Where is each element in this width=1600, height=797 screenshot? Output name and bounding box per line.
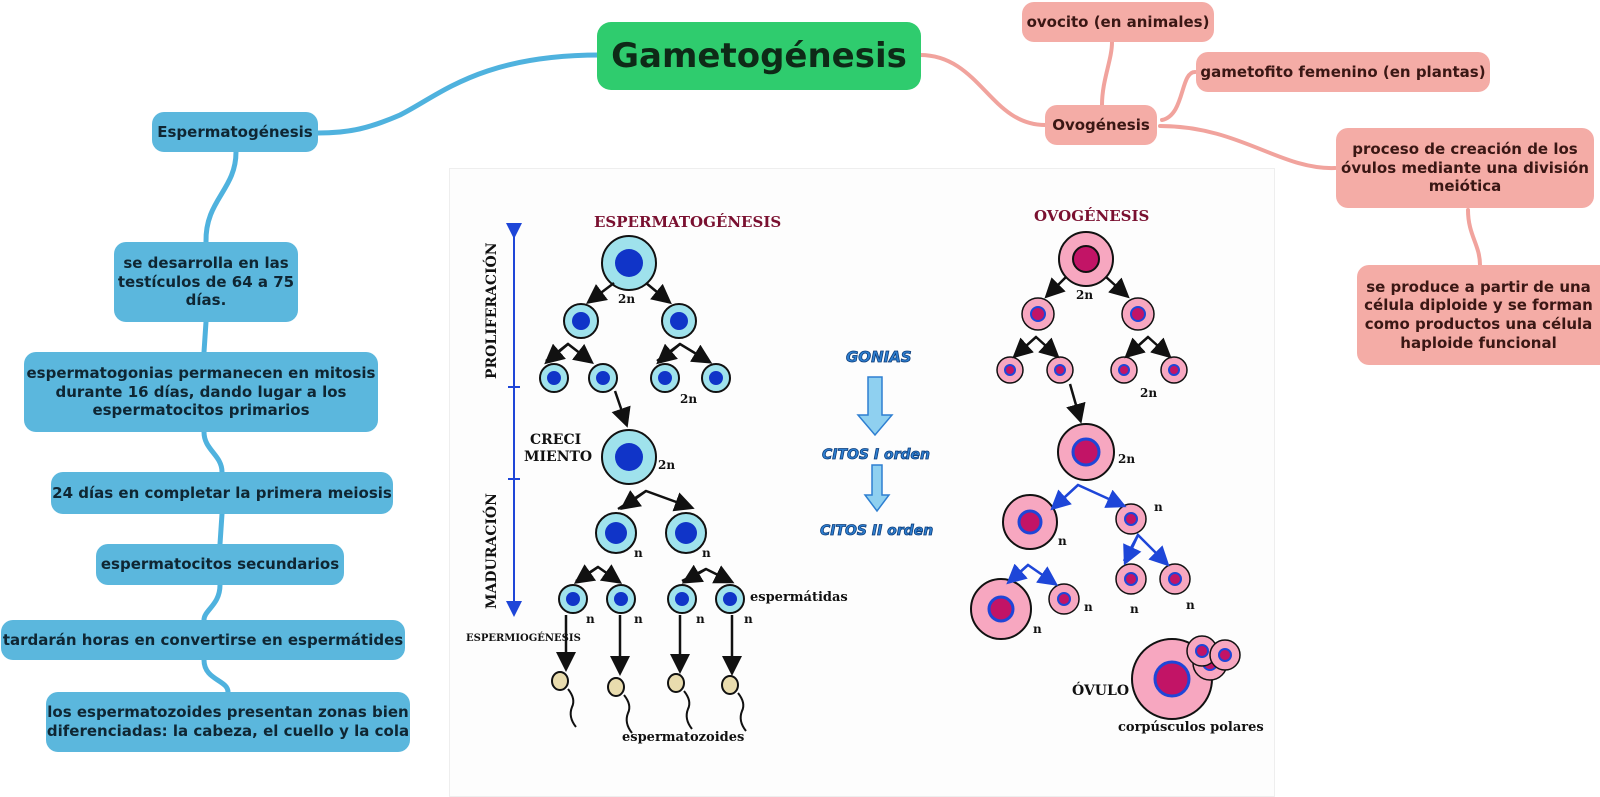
ovo-item-4-text: se produce a partir de una célula diploi… xyxy=(1364,277,1593,352)
gonias-label: GONIAS xyxy=(846,348,912,366)
connector-esp-item4 xyxy=(217,511,225,547)
oogenesis-arrows-blue xyxy=(1006,483,1170,586)
ovulo-label: ÓVULO xyxy=(1072,681,1129,699)
esp-item-5-text: tardarán horas en convertirse en espermá… xyxy=(2,630,404,649)
espermatidas-label: espermátidas xyxy=(750,590,848,605)
ovogenesis-label: Ovogénesis xyxy=(1052,115,1150,134)
arrow-gonias-citos1 xyxy=(856,376,894,437)
esp-item-6-text: los espermatozoides presentan zonas bien… xyxy=(46,703,410,740)
connector-ovo-item2 xyxy=(1160,70,1197,122)
label-2n-a: 2n xyxy=(618,292,635,306)
label-n-b: n xyxy=(702,546,711,560)
ovo-item-2-text: gametofito femenino (en plantas) xyxy=(1200,62,1486,81)
label-n-f: n xyxy=(744,612,753,626)
espermatogenesis-node[interactable]: Espermatogénesis xyxy=(152,112,318,152)
connector-root-espermatogenesis xyxy=(315,52,603,136)
ovo-label-2n-c: 2n xyxy=(1118,452,1135,466)
label-2n-b: 2n xyxy=(680,392,697,406)
ovo-label-2n-b: 2n xyxy=(1140,386,1157,400)
label-n-c: n xyxy=(586,612,595,626)
citos2-label: CITOS II orden xyxy=(820,523,933,539)
label-n-e: n xyxy=(696,612,705,626)
esp-item-4[interactable]: espermatocitos secundarios xyxy=(96,544,344,585)
ovo-item-1-text: ovocito (en animales) xyxy=(1026,12,1210,31)
esp-item-3-text: 24 días en completar la primera meiosis xyxy=(52,483,392,502)
maduracion-label: MADURACIÓN xyxy=(482,493,500,609)
espermiogenesis-label: ESPERMIOGÉNESIS xyxy=(466,632,581,644)
esp-item-4-text: espermatocitos secundarios xyxy=(100,555,340,574)
gametogenesis-illustration: ESPERMATOGÉNESIS OVOGÉNESIS PROLIFERACIÓ… xyxy=(449,168,1275,797)
esp-item-1-text: se desarrolla en las testículos de 64 a … xyxy=(117,253,295,310)
phase-bar xyxy=(506,223,522,617)
label-n-d: n xyxy=(634,612,643,626)
connector-esp-item3 xyxy=(201,429,225,475)
corpusculos-label: corpúsculos polares xyxy=(1118,720,1264,735)
connector-esp-item2 xyxy=(201,319,209,355)
oogenesis-cells xyxy=(970,231,1241,720)
proliferacion-label: PROLIFERACIÓN xyxy=(482,242,500,379)
ovo-item-2[interactable]: gametofito femenino (en plantas) xyxy=(1196,52,1490,92)
esp-item-1[interactable]: se desarrolla en las testículos de 64 a … xyxy=(114,242,298,322)
spermatozoa-icons xyxy=(551,671,747,734)
ovo-label-n-f: n xyxy=(1186,598,1195,612)
ovo-label-n-e: n xyxy=(1130,602,1139,616)
label-2n-c: 2n xyxy=(658,458,675,472)
ovo-label-n-b: n xyxy=(1058,534,1067,548)
ovo-item-1[interactable]: ovocito (en animales) xyxy=(1022,2,1214,42)
ovo-label-2n-a: 2n xyxy=(1076,288,1093,302)
ovogenesis-node[interactable]: Ovogénesis xyxy=(1045,105,1157,145)
connector-ovo-item4 xyxy=(1466,208,1482,267)
ovo-item-4[interactable]: se produce a partir de una célula diploi… xyxy=(1357,265,1600,365)
citos1-label: CITOS I orden xyxy=(822,447,930,463)
esp-item-2-text: espermatogonias permanecen en mitosis du… xyxy=(26,363,376,420)
spermatogenesis-arrows xyxy=(544,282,742,676)
crecimiento-label-1: CRECI xyxy=(530,432,581,448)
root-title: Gametogénesis xyxy=(611,35,907,76)
label-n-a: n xyxy=(634,546,643,560)
connector-esp-item5 xyxy=(201,582,223,623)
espermatogenesis-label: Espermatogénesis xyxy=(157,122,313,141)
connector-esp-item1 xyxy=(203,149,239,245)
arrow-citos1-citos2 xyxy=(863,464,891,513)
esp-item-2[interactable]: espermatogonias permanecen en mitosis du… xyxy=(24,352,378,432)
spermatogonia-cells xyxy=(539,235,745,614)
crecimiento-label-2: MIENTO xyxy=(524,449,592,465)
ovo-figure-title: OVOGÉNESIS xyxy=(1034,207,1149,225)
oogenesis-arrows-black xyxy=(1012,276,1172,424)
esp-item-5[interactable]: tardarán horas en convertirse en espermá… xyxy=(1,620,405,660)
connector-ovo-item3 xyxy=(1158,124,1337,171)
connector-esp-item6 xyxy=(201,657,231,695)
connector-ovo-item1 xyxy=(1100,40,1114,107)
ovo-label-n-c: n xyxy=(1084,600,1093,614)
ovo-item-3[interactable]: proceso de creación de los óvulos median… xyxy=(1336,128,1594,208)
esp-item-3[interactable]: 24 días en completar la primera meiosis xyxy=(51,472,393,514)
espermatozoides-label: espermatozoides xyxy=(622,730,744,745)
ovo-label-n-d: n xyxy=(1033,622,1042,636)
connector-root-ovogenesis xyxy=(918,53,1047,127)
esp-item-6[interactable]: los espermatozoides presentan zonas bien… xyxy=(46,692,410,752)
root-node[interactable]: Gametogénesis xyxy=(597,22,921,90)
ovo-label-n-a: n xyxy=(1154,500,1163,514)
esp-figure-title: ESPERMATOGÉNESIS xyxy=(594,213,781,231)
ovo-item-3-text: proceso de creación de los óvulos median… xyxy=(1341,139,1589,196)
